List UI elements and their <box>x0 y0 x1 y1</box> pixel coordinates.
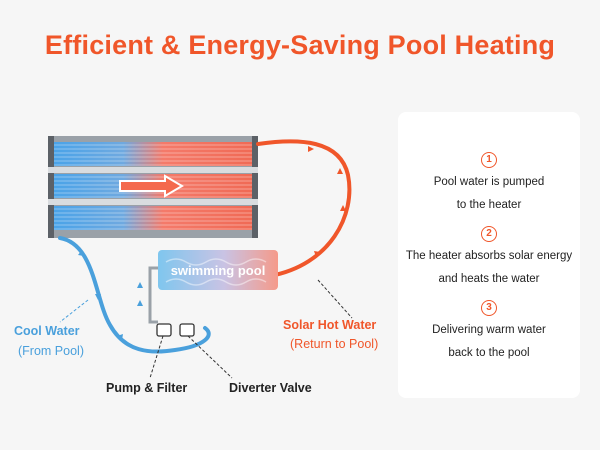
pool-outlet-pipe <box>148 266 158 324</box>
steps-card: 1 Pool water is pumped to the heater 2 T… <box>398 112 580 398</box>
cool-water-label: Cool Water <box>14 324 80 338</box>
diverter-valve <box>179 323 195 337</box>
pump-filter-label: Pump & Filter <box>106 381 188 395</box>
page-title: Efficient & Energy-Saving Pool Heating <box>44 30 556 60</box>
step-3-line-1: Delivering warm water <box>432 324 546 336</box>
solar-panel <box>48 136 258 238</box>
step-2-line-2: and heats the water <box>438 273 540 285</box>
hot-water-label: Solar Hot Water <box>283 318 377 332</box>
cool-water-sublabel: (From Pool) <box>18 344 84 358</box>
hot-water-sublabel: (Return to Pool) <box>290 337 379 351</box>
hot-flow-arrows-icon <box>308 146 346 257</box>
hot-water-pipe <box>256 139 352 278</box>
step-3-line-2: back to the pool <box>448 347 530 359</box>
step-number-1: 1 <box>481 152 497 168</box>
cool-water-pipe <box>58 236 211 354</box>
step-number-3: 3 <box>481 300 497 316</box>
step-2: 2 The heater absorbs solar energy and he… <box>398 226 580 291</box>
step-2-line-1: The heater absorbs solar energy <box>405 250 573 262</box>
step-number-2: 2 <box>481 226 497 242</box>
pump-filter <box>156 323 172 337</box>
pool-label: swimming pool <box>171 263 266 278</box>
step-3: 3 Delivering warm water back to the pool <box>398 300 580 365</box>
cool-flow-arrows-icon <box>78 250 143 340</box>
step-1: 1 Pool water is pumped to the heater <box>398 152 580 217</box>
step-1-line-1: Pool water is pumped <box>433 176 545 188</box>
swimming-pool: swimming pool <box>158 250 278 290</box>
step-1-line-2: to the heater <box>456 199 522 211</box>
flow-arrow-icon <box>119 174 184 198</box>
diverter-valve-label: Diverter Valve <box>229 381 312 395</box>
